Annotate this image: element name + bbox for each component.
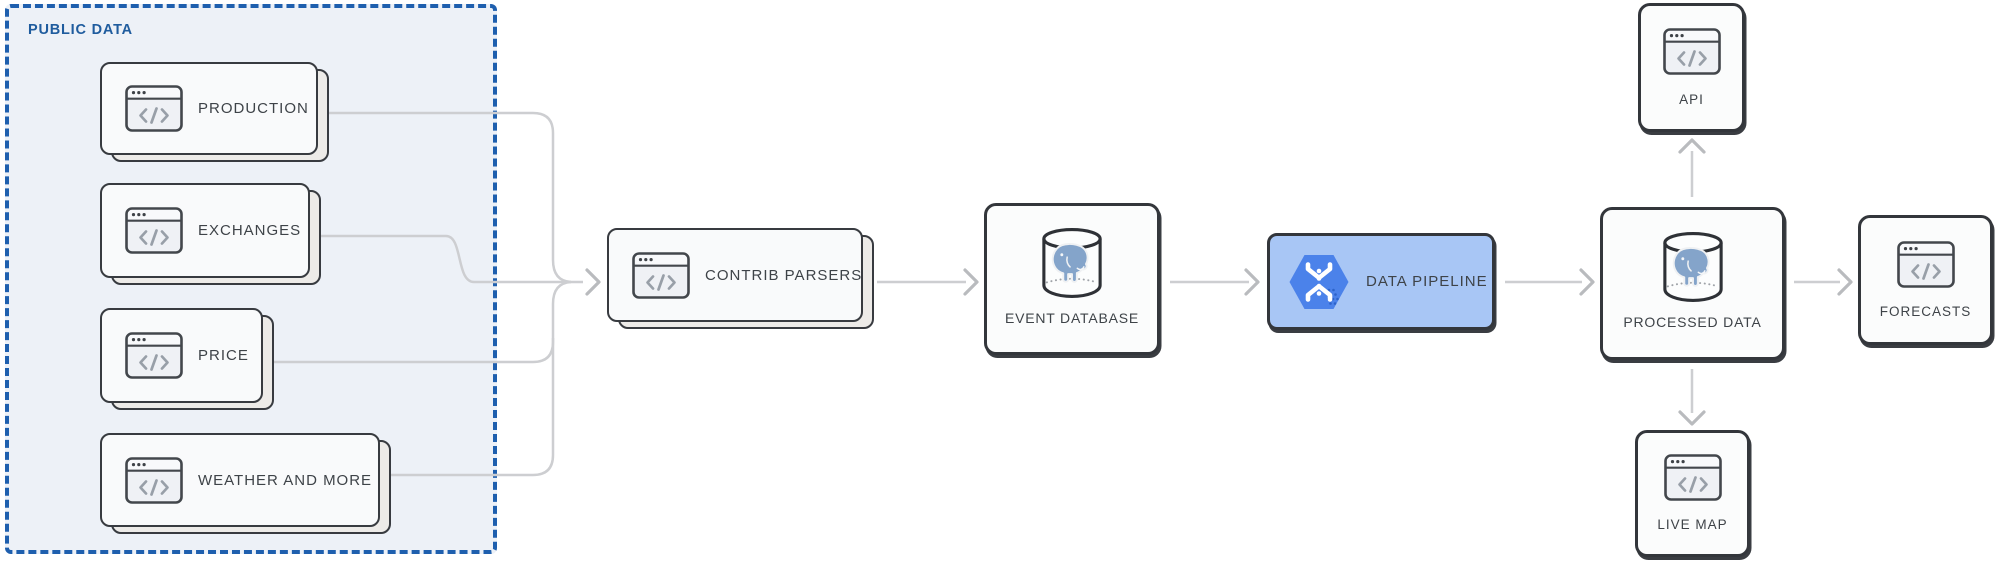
code-window-icon xyxy=(125,207,183,254)
node-forecasts: FORECASTS xyxy=(1858,215,1993,345)
node-label: EVENT DATABASE xyxy=(1004,310,1140,326)
code-window-icon xyxy=(1663,28,1721,75)
source-card-price: PRICE xyxy=(100,308,274,410)
source-card-production: PRODUCTION xyxy=(100,62,329,162)
code-window-icon xyxy=(125,85,183,132)
source-card-label: EXCHANGES xyxy=(198,222,302,239)
postgresql-database-icon xyxy=(1040,226,1104,300)
code-window-icon xyxy=(1897,241,1955,288)
node-data-pipeline: DATA PIPELINE xyxy=(1267,233,1495,330)
code-window-icon xyxy=(125,457,183,504)
node-api: API xyxy=(1638,3,1745,132)
node-event-database: EVENT DATABASE xyxy=(984,203,1160,355)
node-label: PROCESSED DATA xyxy=(1623,314,1762,330)
node-label: CONTRIB PARSERS xyxy=(705,266,863,284)
source-card-weather: WEATHER AND MORE xyxy=(100,433,391,534)
node-label: LIVE MAP xyxy=(1657,517,1728,532)
node-label: FORECASTS xyxy=(1879,304,1972,319)
node-contrib-parsers: CONTRIB PARSERS xyxy=(607,228,874,329)
code-window-icon xyxy=(1664,454,1722,501)
node-processed-data: PROCESSED DATA xyxy=(1600,207,1785,360)
node-label: DATA PIPELINE xyxy=(1366,273,1488,290)
source-card-label: WEATHER AND MORE xyxy=(198,471,373,489)
source-card-label: PRODUCTION xyxy=(198,100,309,117)
source-card-label: PRICE xyxy=(198,347,249,364)
postgresql-database-icon xyxy=(1661,230,1725,304)
node-label: API xyxy=(1679,92,1704,107)
code-window-icon xyxy=(125,332,183,379)
public-data-label: PUBLIC DATA xyxy=(28,22,133,38)
code-window-icon xyxy=(632,252,690,299)
node-live-map: LIVE MAP xyxy=(1635,430,1750,557)
dataflow-hexagon-icon xyxy=(1287,250,1351,314)
source-card-exchanges: EXCHANGES xyxy=(100,183,321,285)
